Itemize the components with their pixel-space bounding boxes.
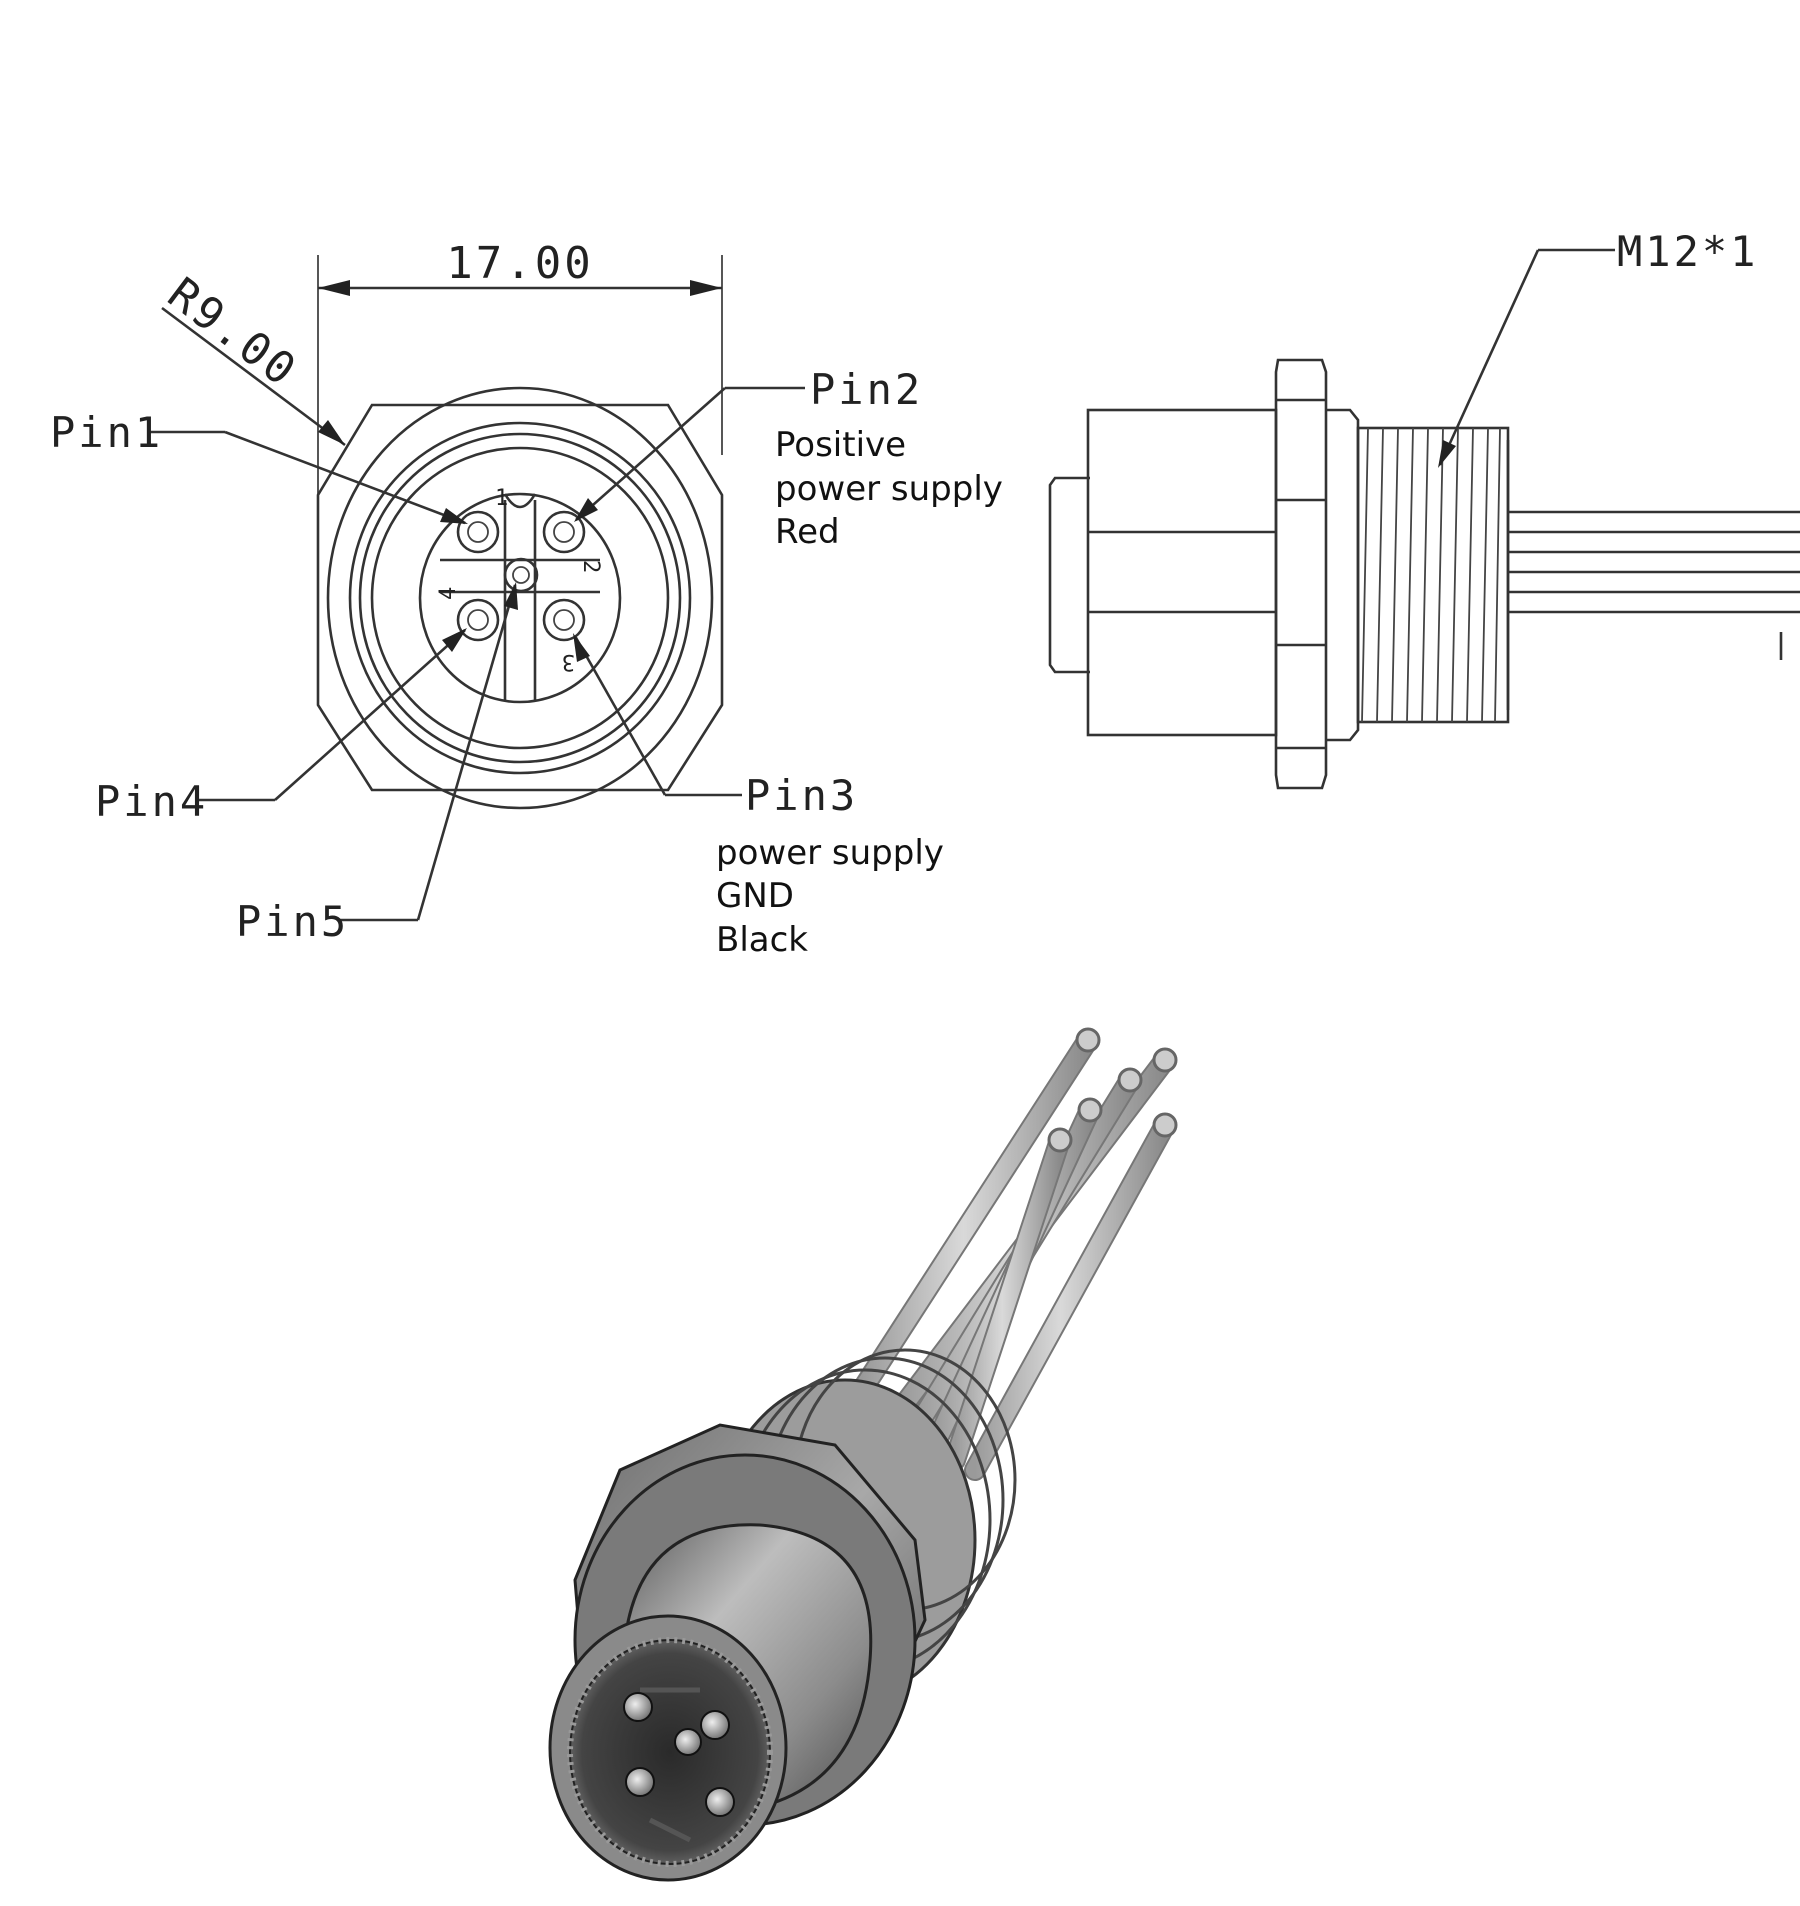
pin3-desc-line2: GND: [716, 876, 794, 916]
pin3-desc-line3: Black: [716, 920, 808, 960]
thread-callout: M12*1: [1438, 227, 1758, 468]
radius-dim-text: R9.00: [158, 268, 306, 397]
pin-number-4: 4: [436, 587, 461, 600]
pin1-label: Pin1: [50, 408, 163, 457]
front-pin-sockets: 1 2 3 4: [436, 486, 603, 674]
iso-pin-5: [674, 1728, 702, 1756]
iso-wires: [851, 1027, 1178, 1481]
pin3-label: Pin3: [745, 771, 858, 820]
pin3-desc-line1: power supply: [716, 833, 944, 873]
pin-number-2: 2: [578, 560, 603, 573]
iso-pin-1: [623, 1692, 653, 1722]
pin4-callout: Pin4: [95, 628, 467, 826]
pin3-callout: Pin3 power supply GND Black: [573, 633, 944, 960]
pin2-desc-line1: Positive: [775, 425, 906, 465]
thread-label: M12*1: [1617, 227, 1758, 276]
side-plug-nose: [1048, 476, 1090, 674]
pin1-callout: Pin1: [50, 408, 468, 525]
pin2-desc-line2: power supply: [775, 469, 1003, 509]
pin-number-1: 1: [495, 486, 508, 511]
pin5-callout: Pin5: [236, 582, 518, 946]
front-connector-outline: [316, 386, 724, 810]
pin4-label: Pin4: [95, 777, 208, 826]
radius-dimension: R9.00: [158, 268, 346, 447]
side-washer: [1326, 408, 1360, 742]
side-wires: [1508, 510, 1800, 660]
iso-pin-2: [700, 1710, 730, 1740]
side-thread: [1356, 426, 1510, 724]
iso-pin-3: [705, 1787, 735, 1817]
width-dimension: 17.00: [317, 238, 723, 500]
iso-render: [548, 1027, 1178, 1882]
pin5-label: Pin5: [236, 897, 349, 946]
side-hex-nut: [1274, 358, 1328, 790]
pin2-callout: Pin2 Positive power supply Red: [574, 365, 1003, 552]
front-view: 17.00 R9.00 1 2: [50, 238, 1003, 960]
pin2-desc-line3: Red: [775, 512, 840, 552]
side-view: M12*1: [1048, 227, 1800, 790]
iso-pin-4: [625, 1767, 655, 1797]
iso-front-face: [548, 1614, 788, 1882]
pin2-label: Pin2: [810, 365, 923, 414]
width-dim-text: 17.00: [446, 238, 593, 289]
side-receptacle-body: [1086, 408, 1278, 737]
pin-number-3: 3: [562, 649, 575, 674]
